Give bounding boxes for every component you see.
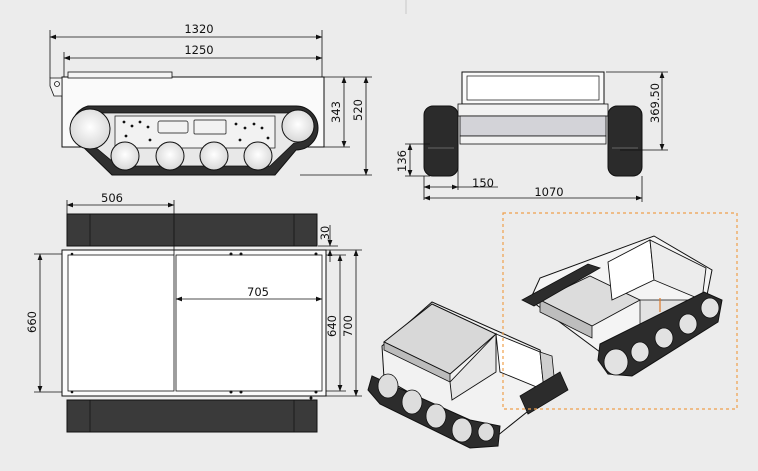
dim-ground-clearance: 136 — [395, 150, 409, 172]
dim-track-gap: 30 — [318, 226, 332, 241]
dim-outer-width: 700 — [341, 315, 355, 337]
side-road-wheel — [243, 141, 273, 171]
side-idler-wheel — [69, 108, 111, 150]
dim-inner-width: 640 — [325, 315, 339, 337]
selection-highlight-box — [502, 212, 738, 410]
dim-body-height: 343 — [329, 101, 343, 123]
dim-side-width: 660 — [25, 311, 39, 333]
dim-track-length: 1250 — [184, 43, 213, 57]
iso2-track-rear — [521, 263, 601, 307]
side-drive-wheel — [281, 109, 315, 143]
tow-hook — [49, 77, 63, 97]
side-road-wheel — [155, 141, 185, 171]
front-left-track — [423, 105, 459, 177]
side-road-wheel — [110, 141, 140, 171]
dim-track-width: 150 — [472, 176, 494, 190]
side-view: 1320 1250 343 — [49, 22, 372, 176]
top-cover — [67, 254, 175, 392]
dim-overall-height: 520 — [351, 99, 365, 121]
dim-track-offset-height: 369.50 — [648, 83, 662, 123]
dim-deck-length: 705 — [247, 285, 269, 299]
iso-track-right — [519, 371, 569, 415]
top-view: 506 705 30 640 700 660 — [25, 191, 362, 433]
top-track-lower — [66, 399, 318, 433]
front-view: 369.50 136 150 1070 — [395, 71, 668, 202]
isometric-view-front — [367, 301, 569, 449]
side-road-wheel — [199, 141, 229, 171]
front-right-track — [607, 105, 643, 177]
dim-overall-width: 1070 — [534, 185, 563, 199]
dim-cover-length: 506 — [101, 191, 123, 205]
isometric-view-rear — [521, 235, 723, 377]
dim-overall-length: 1320 — [184, 22, 213, 36]
top-track-upper — [66, 213, 318, 247]
